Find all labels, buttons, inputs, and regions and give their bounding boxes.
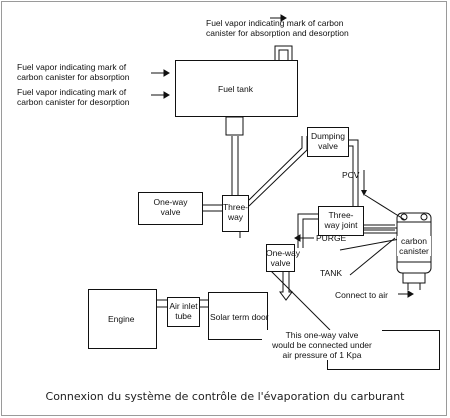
- one-way-valve-left-box: [138, 192, 203, 225]
- purge-leader: [339, 237, 406, 251]
- connect-to-air-label: Connect to air: [335, 290, 388, 300]
- downflow-arrow: [279, 280, 293, 301]
- solar-term-door-label: Solar term door: [210, 312, 269, 322]
- engine-label: Engine: [108, 314, 135, 324]
- purge-arrow-head: [294, 234, 301, 242]
- pcv-leader: [364, 194, 406, 221]
- one-way-valve-center-box: [266, 244, 295, 272]
- absorption-arrow-head: [163, 69, 170, 77]
- pcv-label: PCV: [342, 170, 360, 180]
- threeway-to-dumping-pipe: [248, 136, 303, 201]
- tank-label: TANK: [320, 268, 343, 278]
- top-mark-arrow-head: [280, 14, 287, 22]
- fuel-tank-label: Fuel tank: [218, 84, 253, 94]
- tank-outlet-pipe: [274, 45, 293, 62]
- three-way-box: [222, 195, 249, 232]
- valve-note-leader: [267, 267, 331, 331]
- solar-term-door-box: [208, 292, 268, 340]
- purge-label: PURGE: [316, 233, 347, 243]
- air-inlet-tube-box: [167, 297, 200, 327]
- fuel-tank-box: [175, 60, 298, 117]
- three-way-joint-label: Three-way joint: [324, 210, 358, 230]
- pcv-arrow-head: [361, 190, 367, 196]
- dumping-to-canister-pipe-inner: [349, 145, 395, 231]
- three-way-label: Three-way: [222, 202, 249, 222]
- tank-leader: [349, 237, 396, 276]
- desorption-arrow-head: [163, 91, 170, 99]
- dumping-to-canister-pipe: [349, 139, 395, 226]
- connect-air-arrow-head: [407, 290, 414, 298]
- tank-outlet-pipe-inner: [278, 49, 289, 62]
- dumping-valve-box: [307, 127, 349, 157]
- figure-caption: Connexion du système de contrôle de l'év…: [45, 390, 405, 403]
- tank-connector: [225, 116, 244, 136]
- three-way-joint-box: [318, 206, 364, 236]
- engine-box: [88, 289, 157, 349]
